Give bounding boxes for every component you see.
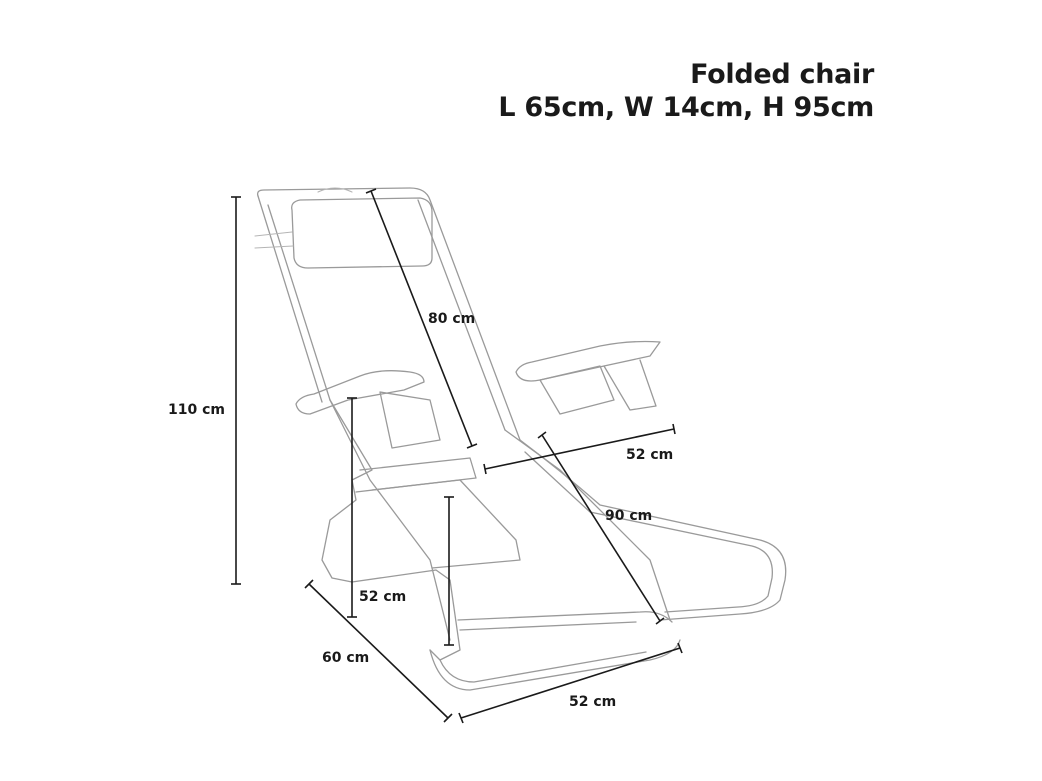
diagram-subtitle: L 65cm, W 14cm, H 95cm <box>498 92 874 123</box>
seat-width-tick-left <box>483 463 487 475</box>
backrest-top-curve <box>317 187 353 193</box>
depth-label: 60 cm <box>322 650 369 666</box>
backrest-dimension-line <box>370 190 473 447</box>
diagram-title: Folded chair <box>690 59 874 90</box>
left-side-brace <box>355 457 477 493</box>
backrest-tick-top <box>365 188 377 194</box>
right-armrest-support <box>539 365 615 415</box>
backrest-tick-bottom <box>466 443 478 449</box>
title-block: Folded chair L 65cm, W 14cm, H 95cm <box>498 58 874 124</box>
base-width-label: 52 cm <box>569 694 616 710</box>
front-frame <box>519 439 787 621</box>
left-rocker-front <box>429 639 681 691</box>
left-side-frame <box>321 399 373 583</box>
right-armrest-strut <box>603 359 657 411</box>
lower-seat-bar <box>457 611 673 623</box>
left-rocker-inner <box>439 651 647 683</box>
backrest-frame <box>256 187 521 441</box>
depth-dimension-line <box>308 583 449 719</box>
chair-illustration <box>254 187 787 691</box>
left-leg-front <box>351 569 461 661</box>
seat-length-tick-bottom <box>655 617 665 625</box>
left-armrest-support <box>379 391 441 449</box>
height-label: 110 cm <box>168 402 225 418</box>
backrest-inner-left <box>267 204 331 401</box>
depth-tick-top <box>304 579 314 589</box>
lower-seat-bar-inner <box>459 621 637 631</box>
seat-width-tick-right <box>672 423 676 435</box>
dimension-labels: 110 cm 80 cm 52 cm 90 cm 52 cm 60 cm 52 … <box>168 311 673 710</box>
seat-length-tick-top <box>537 431 547 439</box>
headrest-pillow <box>291 197 433 269</box>
seat-height-label: 52 cm <box>359 589 406 605</box>
right-armrest <box>515 340 661 382</box>
seat-fabric-left <box>329 399 451 641</box>
base-width-tick-left <box>458 712 464 724</box>
depth-tick-bottom <box>443 713 453 723</box>
left-leg-rear <box>371 479 521 569</box>
seat-length-dimension-line <box>541 434 661 622</box>
seat-width-label: 52 cm <box>626 447 673 463</box>
headrest-strap <box>254 231 294 249</box>
backrest-length-label: 80 cm <box>428 311 475 327</box>
base-width-tick-right <box>677 642 683 654</box>
backrest-outer-left <box>257 195 323 403</box>
left-armrest <box>295 370 425 415</box>
dimension-lines <box>231 188 683 724</box>
base-width-dimension-line <box>460 647 681 719</box>
seat-length-label: 90 cm <box>605 508 652 524</box>
seat-width-dimension-line <box>484 428 675 470</box>
front-frame-inner <box>524 451 773 613</box>
